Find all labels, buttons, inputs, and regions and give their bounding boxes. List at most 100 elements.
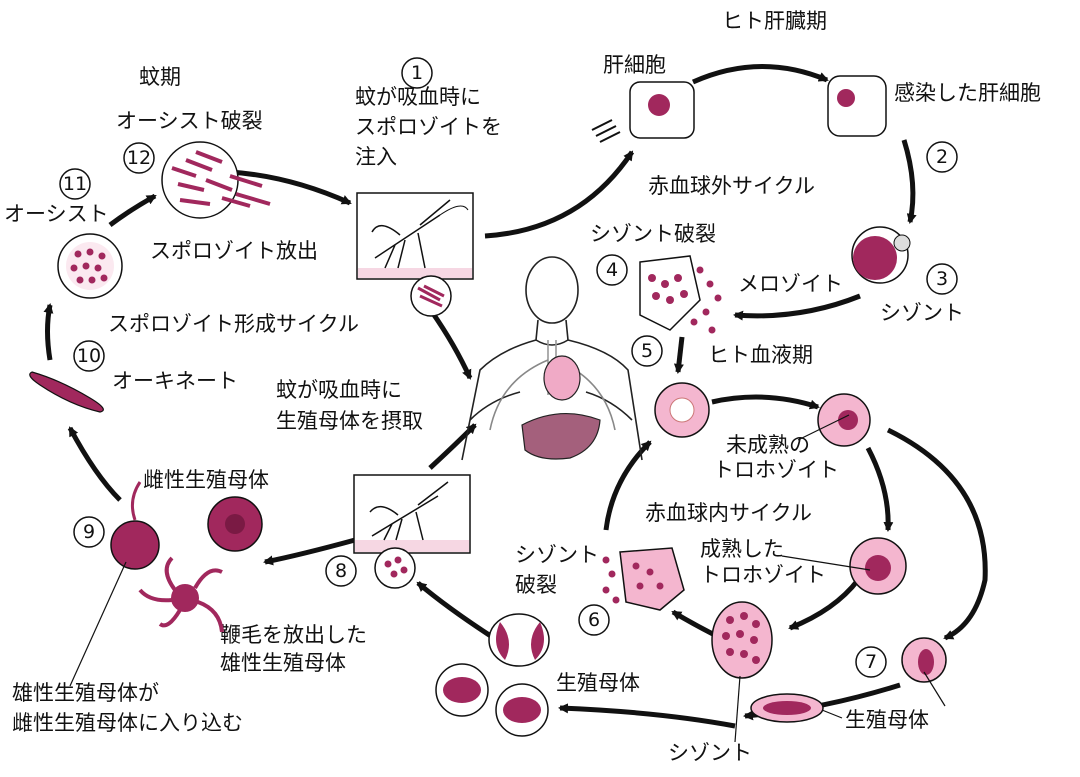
arrow-to-gametocytes [558,703,736,729]
label-merozoite: メロゾイト [738,272,843,296]
svg-text:3: 3 [936,268,948,290]
cycle-sporogony: スポロゾイト形成サイクル [108,312,359,336]
immature-trophozoite-cell [817,393,871,447]
arrow-human-to-mosquito [428,423,477,470]
gametocyte-rbc [901,637,947,683]
phase-liver: ヒト肝臓期 [722,9,827,33]
crescent-gametocytes [488,613,550,667]
mature-trophozoite-cell [849,537,907,595]
sporozoite-bubble [410,275,452,317]
step7-text: 生殖母体 [845,708,929,732]
cycle-arrows [43,64,988,729]
rbc-invaded [654,382,710,438]
mosquito-box-bottom [353,474,471,554]
heart-icon [543,355,581,401]
step1-text-line1: 蚊が吸血時に [355,85,481,109]
label-sporozoite-release: スポロゾイト放出 [150,239,318,263]
leader-lines [69,414,946,743]
step8-text-line2: 生殖母体を摂取 [276,409,423,433]
cycle-erythrocytic: 赤血球内サイクル [645,501,812,525]
step-number-9: 9 [73,516,105,548]
svg-text:9: 9 [83,521,95,543]
blood-schizont-cell [711,601,773,679]
step9-text: 雌性生殖母体 [143,468,269,492]
step6-text-line1: シゾント [515,543,599,567]
cycle-exo-erythrocytic: 赤血球外サイクル [648,174,815,198]
label-immature-trophozoite-1: 未成熟の [726,433,810,457]
svg-text:11: 11 [63,173,87,195]
ruptured-oocyst [161,141,271,219]
step-number-6: 6 [578,604,610,636]
arrow-immature-to-mature [865,446,894,532]
arrow-zygote-to-ookinete [67,426,122,502]
step-number-3: 3 [926,263,958,295]
svg-text:2: 2 [936,146,948,168]
label-fertilization-2: 雌性生殖母体に入り込む [12,711,243,735]
liver-icon [521,413,601,460]
oocyst [57,233,123,299]
step1-text-line2: スポロゾイトを [355,115,502,139]
svg-text:8: 8 [335,560,347,582]
arrow-infected-to-schizont [901,139,917,224]
step-number-2: 2 [926,141,958,173]
step-number-1: 1 [401,57,433,89]
arrow-sporozoite-to-human [429,310,473,380]
svg-text:5: 5 [641,340,653,362]
arrow-injection-to-liver [484,150,635,239]
label-gametocytes: 生殖母体 [556,671,640,695]
arrow-mosquito-to-gametes [263,537,356,566]
liver-schizont-cell [851,226,911,284]
ookinete [29,371,104,413]
arrow-rupture-to-rbc [603,440,652,531]
arrow-oocyst-to-mosquito [229,169,352,206]
step12-text: オーシスト破裂 [116,109,263,133]
arrow-ookinete-to-oocyst [43,303,54,361]
label-mature-trophozoite-1: 成熟した [700,537,784,561]
arrow-hepatocyte-infected [691,64,829,85]
zygote [110,481,160,570]
human-figure [461,256,643,461]
label-infected-hepatocyte: 感染した肝細胞 [894,81,1041,105]
label-exflagellated-1: 鞭毛を放出した [220,623,367,647]
hepatocyte-cell [591,81,695,143]
gametocyte-bubble [374,547,416,589]
label-fertilization-1: 雄性生殖母体が [12,681,159,705]
ruptured-blood-schizont [602,547,685,611]
svg-text:7: 7 [865,651,877,673]
step-number-4: 4 [596,254,628,286]
arrow-rbc-to-immature [711,394,820,410]
elongated-gametocyte [750,693,824,723]
step4-text: シゾント破裂 [590,222,716,246]
svg-text:6: 6 [588,609,600,631]
arrow-oocyst-to-rupture [108,193,157,228]
exflagellated-male [138,556,224,633]
step-number-5: 5 [631,335,663,367]
arrow-merozoite-to-rbc [673,336,685,374]
female-gametocyte [207,496,263,552]
step1-text-line3: 注入 [355,145,397,169]
label-exflagellated-2: 雄性生殖母体 [220,651,346,675]
arrow-mature-to-schizont [788,578,860,631]
arrow-schizont-to-rupture [733,293,861,321]
svg-text:1: 1 [411,62,423,84]
gametocyte-pair [435,663,549,737]
arrow-gametocytes-to-mosquito [416,581,502,645]
step-number-10: 10 [73,340,105,372]
step11-text: オーシスト [4,202,109,226]
label-schizont-bottom: シゾント [668,741,752,765]
svg-text:4: 4 [606,259,618,281]
step6-text-line2: 破裂 [515,573,557,597]
ruptured-schizont [639,255,722,334]
step-number-8: 8 [325,555,357,587]
step8-text-line1: 蚊が吸血時に [276,378,402,402]
step-number-11: 11 [59,168,91,200]
step-number-7: 7 [855,646,887,678]
step3-text: シゾント [880,301,964,325]
arrow-to-gametocyte [886,427,988,641]
step-number-12: 12 [123,142,155,174]
step10-text: オーキネート [112,369,238,393]
phase-mosquito: 蚊期 [139,65,181,89]
label-hepatocyte: 肝細胞 [603,53,666,77]
label-mature-trophozoite-2: トロホゾイト [700,563,826,587]
